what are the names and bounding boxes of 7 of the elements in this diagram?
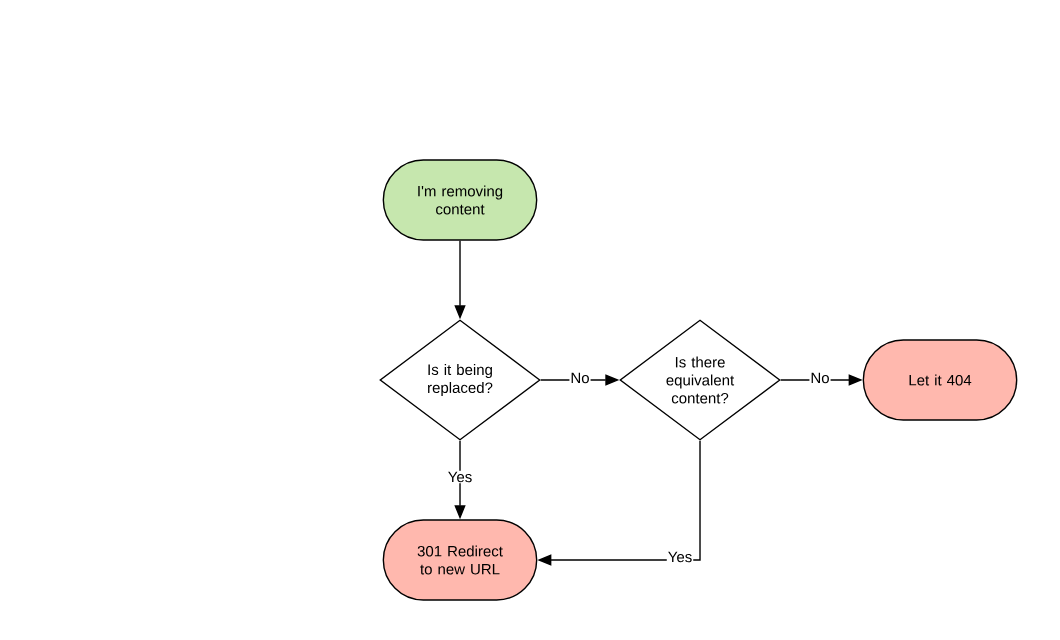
edge-label: No xyxy=(809,371,831,385)
terminal-box: Let it 404 xyxy=(862,339,1018,421)
edge-label: Yes xyxy=(666,550,694,564)
edge-label: No xyxy=(569,371,591,385)
terminal-box: I'm removing content xyxy=(382,159,538,241)
edge-label: Yes xyxy=(446,470,474,484)
terminal-box: 301 Redirect to new URL xyxy=(382,519,538,601)
